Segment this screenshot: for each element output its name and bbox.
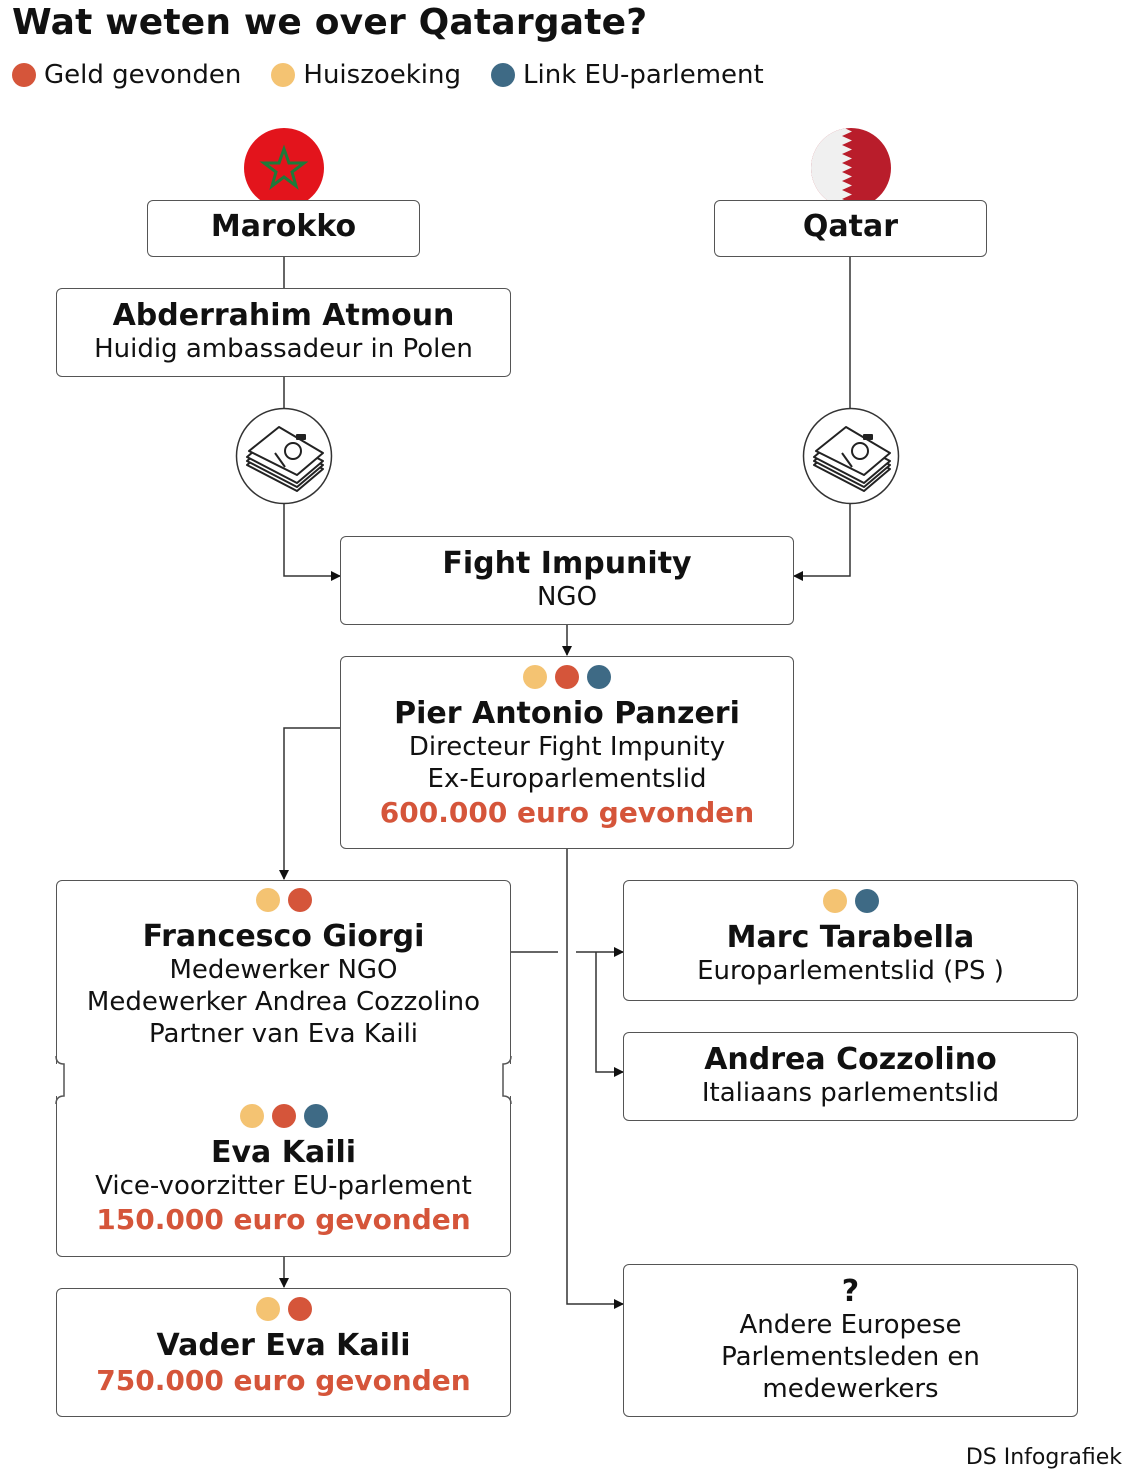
- node-atmoun: Abderrahim Atmoun Huidig ambassadeur in …: [56, 288, 511, 377]
- money-found: 750.000 euro gevonden: [96, 1364, 471, 1397]
- status-dots: [341, 665, 793, 689]
- node-line: Medewerker NGO: [169, 955, 398, 985]
- status-dots: [57, 1297, 510, 1321]
- node-line: Directeur Fight Impunity: [408, 732, 726, 762]
- country-box-marokko: Marokko: [147, 200, 420, 257]
- status-dots: [56, 1104, 511, 1128]
- legend-dot-red: [12, 63, 36, 87]
- dot-geld: [271, 1104, 296, 1128]
- dot-geld: [287, 888, 312, 912]
- node-line: medewerkers: [762, 1374, 939, 1404]
- morocco-flag-icon: [243, 127, 325, 213]
- node-name: Eva Kaili: [210, 1135, 357, 1170]
- node-line: NGO: [536, 582, 598, 612]
- node-line: Andere Europese: [739, 1310, 962, 1340]
- legend-item-geld: Geld gevonden: [12, 60, 241, 90]
- legend-label: Link EU-parlement: [523, 60, 764, 90]
- legend-label: Geld gevonden: [44, 60, 242, 90]
- country-label: Qatar: [802, 209, 899, 244]
- node-line: Parlementsleden en: [721, 1342, 980, 1372]
- box-notch: [54, 1064, 66, 1096]
- node-cozzolino: Andrea Cozzolino Italiaans parlementslid: [623, 1032, 1078, 1121]
- node-tarabella: Marc Tarabella Europarlementslid (PS ): [623, 880, 1078, 1001]
- page-title: Wat weten we over Qatargate?: [12, 2, 648, 43]
- node-giorgi: Francesco Giorgi Medewerker NGO Medewerk…: [56, 880, 511, 1050]
- dot-geld: [287, 1297, 312, 1321]
- credit: DS Infografiek: [965, 1445, 1122, 1470]
- node-line: Partner van Eva Kaili: [148, 1019, 419, 1049]
- node-andere: ? Andere Europese Parlementsleden en med…: [623, 1264, 1078, 1417]
- dot-link-eu: [303, 1104, 328, 1128]
- country-label: Marokko: [210, 209, 357, 244]
- dot-huiszoeking: [523, 665, 547, 689]
- dot-link-eu: [854, 889, 879, 913]
- money-icon: [235, 407, 333, 509]
- dot-link-eu: [587, 665, 611, 689]
- dot-huiszoeking: [822, 889, 847, 913]
- node-group-giorgi-kaili: [56, 880, 511, 1257]
- country-box-qatar: Qatar: [714, 200, 987, 257]
- money-icon: [802, 407, 900, 509]
- node-line: Europarlementslid (PS ): [697, 956, 1004, 986]
- node-name: Abderrahim Atmoun: [112, 298, 455, 333]
- box-notch: [501, 1064, 513, 1096]
- legend-dot-yellow: [271, 63, 296, 87]
- legend-item-huiszoeking: Huiszoeking: [271, 60, 461, 90]
- status-dots: [56, 888, 511, 912]
- node-line: Italiaans parlementslid: [701, 1078, 1000, 1108]
- dot-huiszoeking: [255, 1297, 280, 1321]
- node-line: Huidig ambassadeur in Polen: [94, 334, 473, 364]
- legend-item-link-eu: Link EU-parlement: [491, 60, 764, 90]
- node-kaili: Eva Kaili Vice-voorzitter EU-parlement 1…: [56, 1096, 511, 1238]
- node-name: Vader Eva Kaili: [156, 1328, 411, 1363]
- node-name: Francesco Giorgi: [142, 919, 425, 954]
- legend-dot-blue: [491, 63, 516, 87]
- node-line: Vice-voorzitter EU-parlement: [95, 1171, 472, 1201]
- legend-label: Huiszoeking: [303, 60, 462, 90]
- dot-huiszoeking: [239, 1104, 264, 1128]
- node-name: Andrea Cozzolino: [704, 1042, 997, 1077]
- node-name: Pier Antonio Panzeri: [394, 696, 740, 731]
- node-name: Fight Impunity: [442, 546, 692, 581]
- node-line: Medewerker Andrea Cozzolino: [86, 987, 481, 1017]
- node-line: Ex-Europarlementslid: [427, 764, 707, 794]
- legend: Geld gevonden Huiszoeking Link EU-parlem…: [12, 60, 794, 90]
- qatar-flag-icon: [810, 127, 892, 213]
- node-fight-impunity: Fight Impunity NGO: [340, 536, 794, 625]
- money-found: 600.000 euro gevonden: [379, 796, 755, 829]
- node-panzeri: Pier Antonio Panzeri Directeur Fight Imp…: [340, 656, 794, 849]
- money-found: 150.000 euro gevonden: [96, 1203, 471, 1236]
- status-dots: [624, 889, 1077, 913]
- node-name: Marc Tarabella: [726, 920, 975, 955]
- node-vader-kaili: Vader Eva Kaili 750.000 euro gevonden: [56, 1288, 511, 1417]
- node-name: ?: [841, 1274, 860, 1309]
- dot-huiszoeking: [255, 888, 280, 912]
- dot-geld: [555, 665, 579, 689]
